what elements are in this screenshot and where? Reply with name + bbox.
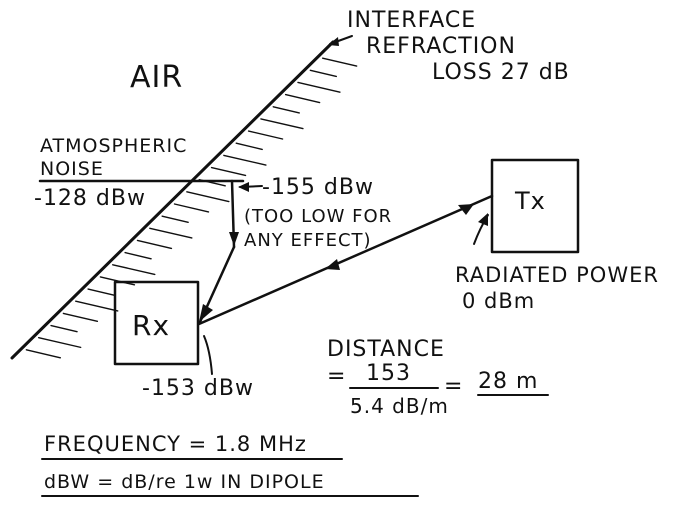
hatch-mark bbox=[112, 264, 156, 276]
hatch-mark bbox=[210, 166, 247, 177]
path-arrowhead-1 bbox=[458, 204, 474, 215]
hatch-mark bbox=[136, 239, 173, 250]
distance-title: DISTANCE bbox=[327, 337, 445, 362]
direct-path-line bbox=[197, 194, 494, 326]
interface-label-line3: LOSS 27 dB bbox=[432, 60, 570, 85]
tx-box bbox=[490, 158, 580, 254]
hatch-mark bbox=[37, 336, 82, 349]
noise-level-arrowhead bbox=[238, 182, 249, 192]
ground-hatching bbox=[25, 57, 358, 359]
hatch-mark bbox=[50, 324, 78, 333]
hatch-mark bbox=[149, 227, 193, 239]
frequency-label: FREQUENCY = 1.8 MHz bbox=[44, 432, 307, 456]
interface-arrowhead bbox=[328, 37, 339, 46]
hatch-mark bbox=[284, 93, 321, 104]
hatch-mark bbox=[235, 142, 263, 151]
hatch-mark bbox=[297, 81, 341, 93]
air-label: AIR bbox=[130, 60, 183, 95]
hatch-mark bbox=[87, 288, 115, 296]
hatch-mark bbox=[260, 118, 304, 130]
noise-arrowhead-rx bbox=[199, 304, 213, 322]
hatch-mark bbox=[309, 69, 338, 78]
interface-label-line2: REFRACTION bbox=[366, 34, 516, 59]
distance-denominator: 5.4 dB/m bbox=[350, 394, 449, 418]
rx-level-pointer bbox=[203, 335, 213, 375]
interface-label-line1: INTERFACE bbox=[347, 8, 476, 33]
too-low-line2: ANY EFFECT) bbox=[244, 230, 372, 251]
hatch-mark bbox=[272, 106, 300, 114]
tx-label: Tx bbox=[514, 187, 546, 215]
hatch-mark bbox=[62, 312, 99, 323]
noise-received-level: -155 dBw bbox=[262, 175, 374, 200]
atmos-label-line2: NOISE bbox=[40, 158, 104, 180]
interface-line bbox=[10, 40, 335, 360]
too-low-line1: (TOO LOW FOR bbox=[244, 206, 392, 227]
rx-box bbox=[113, 280, 200, 366]
rx-level-label: -153 dBw bbox=[142, 376, 254, 401]
distance-equals: = bbox=[327, 364, 346, 389]
distance-numerator: 153 bbox=[366, 361, 411, 386]
path-arrowhead-2 bbox=[325, 259, 340, 270]
hatch-mark bbox=[173, 203, 210, 213]
hatch-mark bbox=[186, 191, 230, 203]
radiated-pointer-arrowhead bbox=[478, 213, 488, 226]
dbw-definition: dBW = dB/re 1w IN DIPOLE bbox=[44, 471, 325, 493]
atmos-value: -128 dBw bbox=[34, 186, 146, 211]
radiated-power-line2: 0 dBm bbox=[462, 289, 535, 313]
hatch-mark bbox=[25, 349, 62, 359]
distance-result: 28 m bbox=[478, 369, 538, 394]
atmos-label-line1: ATMOSPHERIC bbox=[40, 135, 187, 157]
hatch-mark bbox=[321, 57, 358, 67]
hatch-mark bbox=[223, 154, 267, 166]
distance-equals-2: = bbox=[444, 374, 463, 399]
hatch-mark bbox=[247, 130, 284, 140]
hatch-mark bbox=[161, 215, 189, 224]
hatch-mark bbox=[75, 300, 119, 312]
radiated-power-line1: RADIATED POWER bbox=[455, 263, 659, 287]
hatch-mark bbox=[124, 251, 152, 260]
noise-arrowhead-down bbox=[229, 232, 239, 246]
rx-label: Rx bbox=[132, 309, 170, 342]
